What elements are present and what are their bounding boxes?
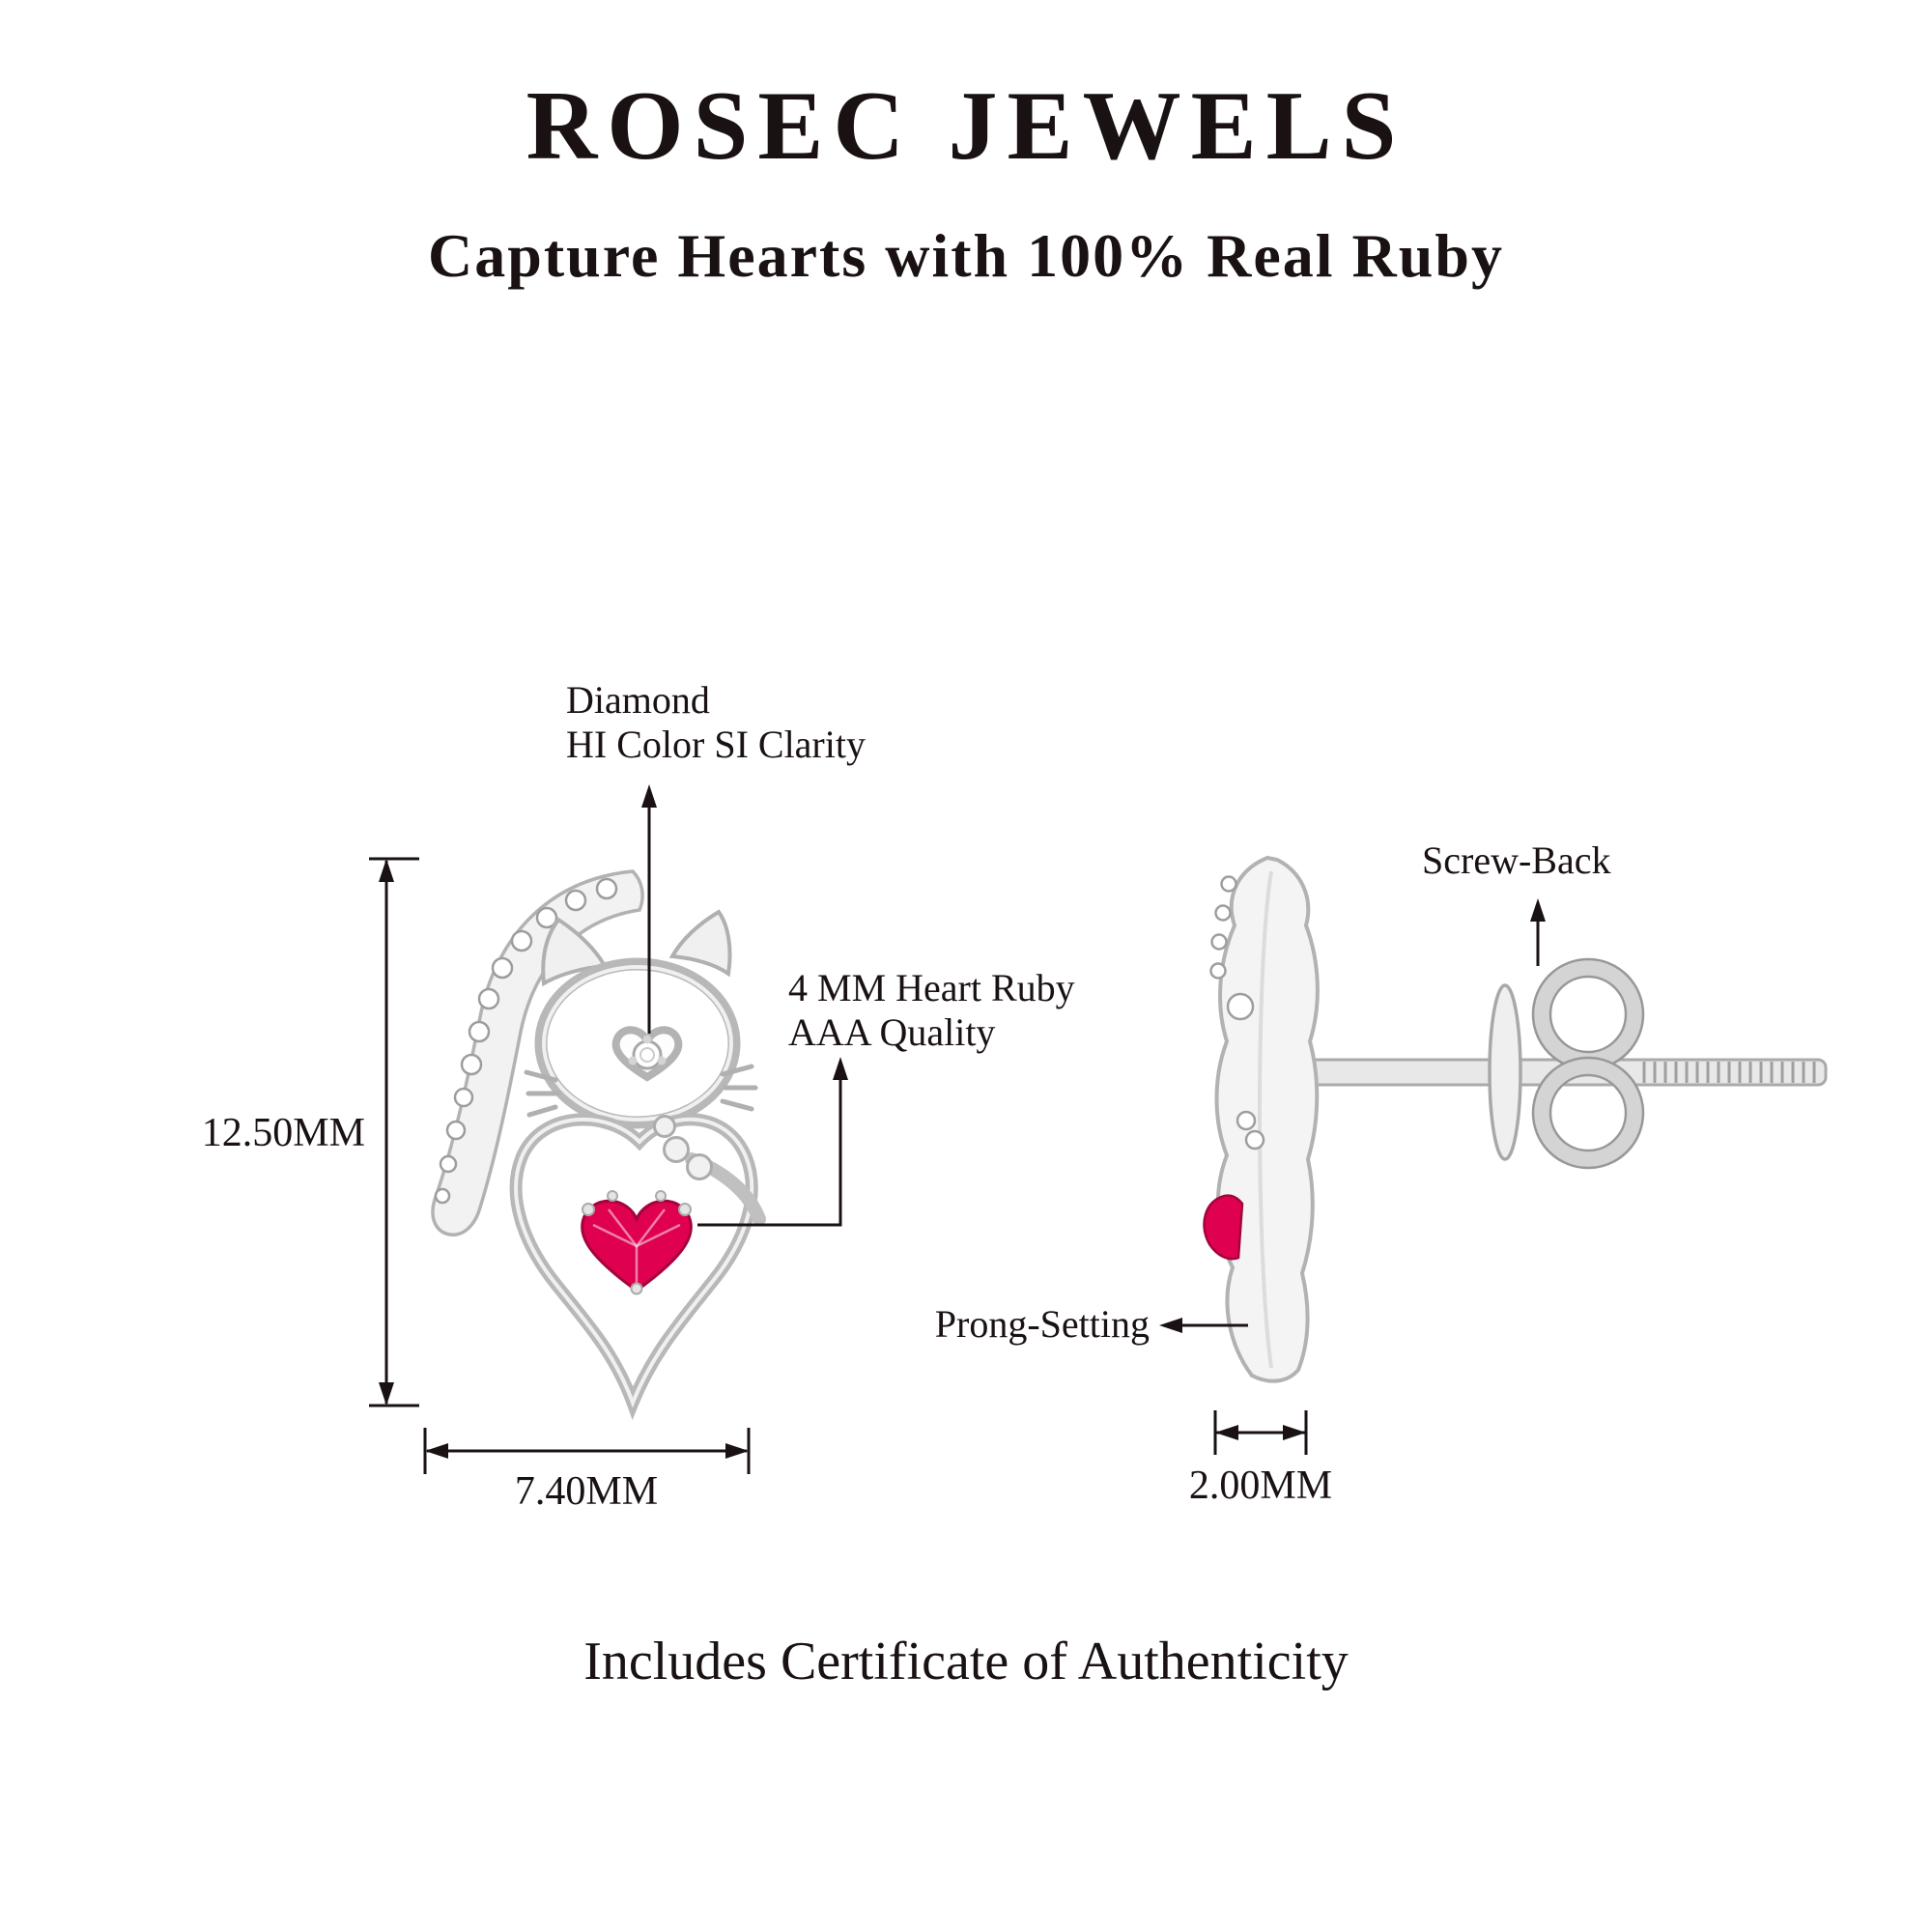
- tagline: Capture Hearts with 100% Real Ruby: [428, 221, 1504, 290]
- butterfly-clutch: [1531, 957, 1645, 1170]
- body-heart-highlight: [514, 1117, 754, 1408]
- side-earring-drawing: [1203, 855, 1828, 1383]
- face-heart: [611, 1026, 683, 1082]
- ruby-facets: [592, 1208, 681, 1285]
- dimension-lines: [369, 857, 1308, 1474]
- cat-head-highlight: [542, 965, 733, 1122]
- tail-diamonds: [434, 877, 618, 1205]
- cat-ear-right: [668, 909, 732, 978]
- body-heart-outline: [509, 1113, 758, 1421]
- diamond-callout-line1: Diamond: [566, 678, 710, 722]
- ruby-callout-line1: 4 MM Heart Ruby: [788, 966, 1075, 1009]
- side-ruby: [1203, 1194, 1244, 1261]
- face-diamond-prongs: [628, 1035, 667, 1065]
- diamond-callout-label: Diamond HI Color SI Clarity: [566, 678, 866, 767]
- whiskers: [524, 1064, 758, 1118]
- cat-head-outline: [534, 957, 741, 1129]
- width-dimension-label: 7.40MM: [514, 1469, 659, 1514]
- ruby-callout-line2: AAA Quality: [788, 1010, 996, 1054]
- back-disc: [1488, 983, 1522, 1161]
- face-diamond: [632, 1039, 663, 1070]
- face-diamond-table: [639, 1047, 655, 1063]
- certificate-note: Includes Certificate of Authenticity: [583, 1632, 1349, 1691]
- callout-arrows: [641, 784, 1546, 1333]
- ruby-prongs: [582, 1190, 692, 1295]
- screw-back-label: Screw-Back: [1422, 838, 1611, 882]
- screw-threads: [1642, 1062, 1816, 1083]
- paw-curve: [685, 1152, 766, 1226]
- cat-ear-left: [541, 917, 609, 987]
- side-plate: [1214, 855, 1320, 1383]
- ruby-heart: [581, 1199, 693, 1293]
- tail-pave-band: [431, 869, 644, 1236]
- ear-post: [1302, 1058, 1828, 1087]
- prong-setting-label: Prong-Setting: [934, 1302, 1150, 1346]
- brand-title: ROSEC JEWELS: [526, 71, 1406, 181]
- ruby-callout-label: 4 MM Heart Ruby AAA Quality: [788, 966, 1075, 1055]
- thickness-dimension-label: 2.00MM: [1188, 1463, 1333, 1508]
- paw-balls: [653, 1115, 713, 1180]
- diamond-callout-line2: HI Color SI Clarity: [566, 723, 866, 766]
- side-plate-highlight: [1258, 870, 1273, 1369]
- front-earring-drawing: [431, 869, 766, 1421]
- side-diamonds: [1209, 875, 1265, 1151]
- height-dimension-label: 12.50MM: [201, 1111, 365, 1155]
